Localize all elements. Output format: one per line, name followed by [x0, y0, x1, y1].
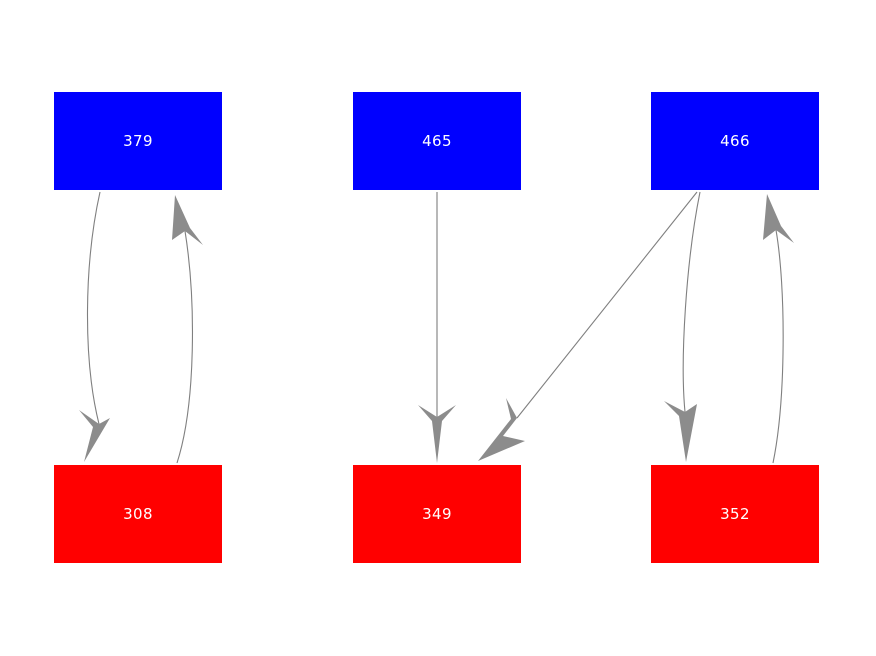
node-label: 352: [720, 504, 750, 523]
node-465[interactable]: 465: [353, 92, 521, 190]
edge-line: [86, 191, 101, 425]
arrowhead-icon: [763, 194, 794, 243]
edge-line: [682, 191, 701, 413]
node-349[interactable]: 349: [353, 465, 521, 563]
node-label: 379: [123, 131, 153, 150]
arrowhead-icon: [418, 405, 456, 463]
node-379[interactable]: 379: [54, 92, 222, 190]
node-label: 308: [123, 504, 153, 523]
node-352[interactable]: 352: [651, 465, 819, 563]
edge-308-to-379: [172, 195, 203, 464]
arrowhead-icon: [664, 401, 697, 462]
node-label: 466: [720, 131, 750, 150]
edge-line: [772, 229, 784, 464]
arrowhead-icon: [172, 195, 203, 245]
edge-466-to-349: [478, 191, 698, 461]
node-308[interactable]: 308: [54, 465, 222, 563]
arrowhead-icon: [478, 398, 525, 461]
edge-465-to-349: [418, 192, 456, 463]
arrowhead-icon: [79, 410, 110, 462]
edge-466-to-352: [664, 191, 701, 462]
edge-379-to-308: [79, 191, 110, 462]
node-466[interactable]: 466: [651, 92, 819, 190]
edge-352-to-466: [763, 194, 794, 464]
edge-line: [176, 230, 194, 464]
node-label: 465: [422, 131, 452, 150]
node-label: 349: [422, 504, 452, 523]
edge-line: [516, 191, 698, 419]
